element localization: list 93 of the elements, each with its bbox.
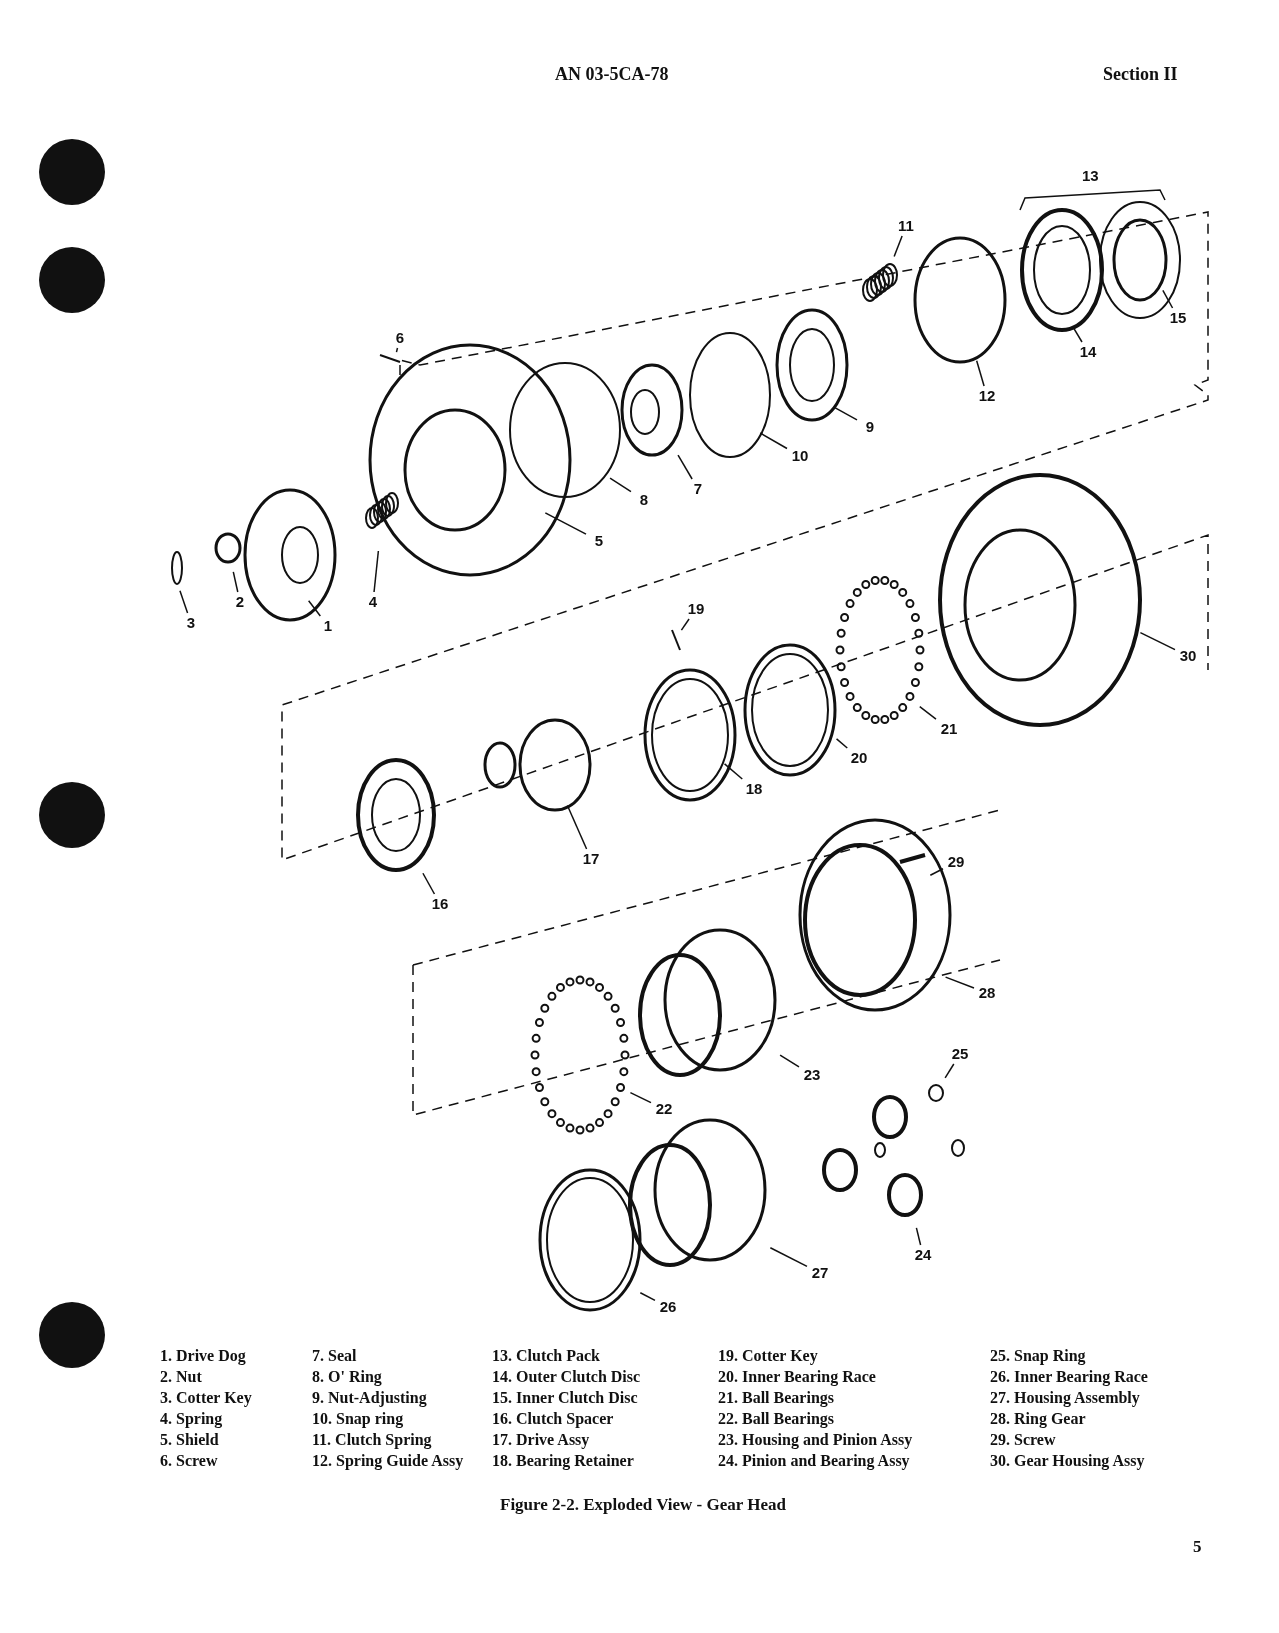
leader-line — [723, 763, 744, 780]
callout-number: 16 — [427, 894, 453, 914]
callout-number: 28 — [974, 983, 1000, 1003]
callout-number: 15 — [1165, 308, 1191, 328]
callout-number: 9 — [857, 417, 883, 437]
leader-line — [835, 738, 848, 749]
parts-list-entry: 27. Housing Assembly — [990, 1389, 1140, 1407]
parts-list-entry: 18. Bearing Retainer — [492, 1452, 634, 1470]
leader-line — [680, 618, 690, 631]
parts-list-entry: 8. O' Ring — [312, 1368, 382, 1386]
leader-line — [1072, 326, 1083, 343]
callout-number: 2 — [227, 592, 253, 612]
callout-number: 3 — [178, 613, 204, 633]
parts-list-entry: 11. Clutch Spring — [312, 1431, 432, 1449]
parts-list-entry: 10. Snap ring — [312, 1410, 404, 1428]
leader-line — [179, 589, 189, 614]
leader-line — [677, 454, 693, 480]
callout-number: 6 — [387, 328, 413, 348]
parts-list-entry: 6. Screw — [160, 1452, 218, 1470]
parts-list-entry: 1. Drive Dog — [160, 1347, 246, 1365]
callout-number: 26 — [655, 1297, 681, 1317]
parts-list-entry: 29. Screw — [990, 1431, 1056, 1449]
callout-number: 19 — [683, 599, 709, 619]
parts-list-entry: 19. Cotter Key — [718, 1347, 818, 1365]
leader-line — [395, 347, 399, 353]
callout-number: 1 — [315, 616, 341, 636]
parts-list-entry: 4. Spring — [160, 1410, 223, 1428]
leader-line — [975, 360, 985, 387]
parts-list-entry: 24. Pinion and Bearing Assy — [718, 1452, 910, 1470]
parts-list-entry: 21. Ball Bearings — [718, 1389, 834, 1407]
callout-number: 8 — [631, 490, 657, 510]
leader-line — [779, 1054, 800, 1068]
leader-line — [893, 235, 903, 258]
callout-number: 20 — [846, 748, 872, 768]
leader-line — [629, 1091, 652, 1104]
parts-list-entry: 12. Spring Guide Assy — [312, 1452, 464, 1470]
parts-list-entry: 30. Gear Housing Assy — [990, 1452, 1145, 1470]
callout-number: 11 — [893, 216, 919, 236]
leader-line — [944, 976, 975, 989]
parts-list-entry: 20. Inner Bearing Race — [718, 1368, 876, 1386]
parts-list-entry: 7. Seal — [312, 1347, 357, 1365]
callout-number: 22 — [651, 1099, 677, 1119]
callout-number: 25 — [947, 1044, 973, 1064]
parts-list-entry: 15. Inner Clutch Disc — [492, 1389, 638, 1407]
parts-list-entry: 13. Clutch Pack — [492, 1347, 600, 1365]
leader-line — [232, 571, 239, 593]
callout-number: 5 — [586, 531, 612, 551]
leader-line — [1162, 289, 1174, 309]
callout-number: 27 — [807, 1263, 833, 1283]
callout-number: 13 — [1082, 167, 1099, 184]
parts-list-entry: 26. Inner Bearing Race — [990, 1368, 1148, 1386]
leader-line — [373, 550, 380, 593]
parts-list-entry: 25. Snap Ring — [990, 1347, 1086, 1365]
leader-line — [769, 1246, 808, 1268]
leader-line — [544, 512, 587, 535]
callout-number: 14 — [1075, 342, 1101, 362]
leader-line — [919, 705, 937, 720]
callout-number: 12 — [974, 386, 1000, 406]
parts-list-entry: 17. Drive Assy — [492, 1431, 590, 1449]
callout-number: 21 — [936, 719, 962, 739]
leader-line — [929, 867, 944, 876]
leader-line — [759, 432, 788, 450]
figure-caption: Figure 2-2. Exploded View - Gear Head — [500, 1495, 786, 1515]
parts-list-entry: 14. Outer Clutch Disc — [492, 1368, 641, 1386]
callout-number: 24 — [910, 1245, 936, 1265]
parts-list-entry: 22. Ball Bearings — [718, 1410, 834, 1428]
document-number: AN 03-5CA-78 — [555, 64, 669, 85]
leader-line — [915, 1227, 922, 1246]
callout-number: 17 — [578, 849, 604, 869]
leader-line — [944, 1063, 955, 1079]
callout-number: 10 — [787, 446, 813, 466]
callout-number: 4 — [360, 592, 386, 612]
callout-number: 30 — [1175, 646, 1201, 666]
parts-list-entry: 28. Ring Gear — [990, 1410, 1086, 1428]
callout-number: 18 — [741, 779, 767, 799]
leader-line — [307, 600, 322, 617]
page-number: 5 — [1193, 1537, 1202, 1557]
parts-list-entry: 9. Nut-Adjusting — [312, 1389, 427, 1407]
callout-number: 29 — [943, 852, 969, 872]
leader-line — [834, 407, 858, 421]
parts-list-entry: 5. Shield — [160, 1431, 219, 1449]
callout-number: 7 — [685, 479, 711, 499]
parts-list-entry: 16. Clutch Spacer — [492, 1410, 614, 1428]
parts-list-entry: 2. Nut — [160, 1368, 202, 1386]
leader-line — [1139, 631, 1176, 651]
leader-line — [639, 1292, 656, 1302]
parts-list-entry: 3. Cotter Key — [160, 1389, 252, 1407]
leader-line — [566, 804, 588, 850]
section-heading: Section II — [1103, 64, 1178, 85]
leader-line — [609, 477, 632, 493]
parts-list-entry: 23. Housing and Pinion Assy — [718, 1431, 913, 1449]
leader-line — [422, 872, 436, 895]
callout-number: 23 — [799, 1065, 825, 1085]
